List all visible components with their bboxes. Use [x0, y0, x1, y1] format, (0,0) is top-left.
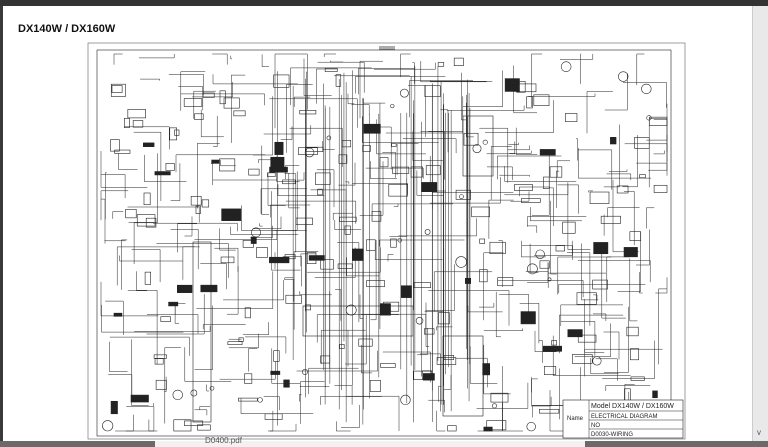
document-title: DX140W / DX160W	[18, 23, 116, 35]
schematic-components	[87, 42, 686, 440]
pdf-page: DX140W / DX160W Name Model DX140W / DX16…	[3, 6, 752, 441]
title-block-diagram: ELECTRICAL DIAGRAM	[591, 414, 657, 420]
title-block-code: D0030-WIRING	[591, 432, 633, 438]
file-name-label: D0400.pdf	[205, 436, 242, 445]
next-page-preview	[155, 441, 585, 447]
schematic-wires	[100, 53, 668, 432]
title-block-name-label: Name	[567, 416, 584, 422]
title-block-model: Model DX140W / DX160W	[591, 403, 674, 410]
electrical-schematic: Name Model DX140W / DX160W ELECTRICAL DI…	[87, 42, 686, 440]
title-block: Name Model DX140W / DX160W ELECTRICAL DI…	[562, 399, 684, 439]
title-block-rev: NO	[591, 423, 600, 429]
scroll-down-arrow-icon[interactable]: v	[757, 428, 761, 437]
vertical-scrollbar[interactable]: v	[752, 6, 768, 441]
viewer-toolbar	[0, 0, 768, 6]
